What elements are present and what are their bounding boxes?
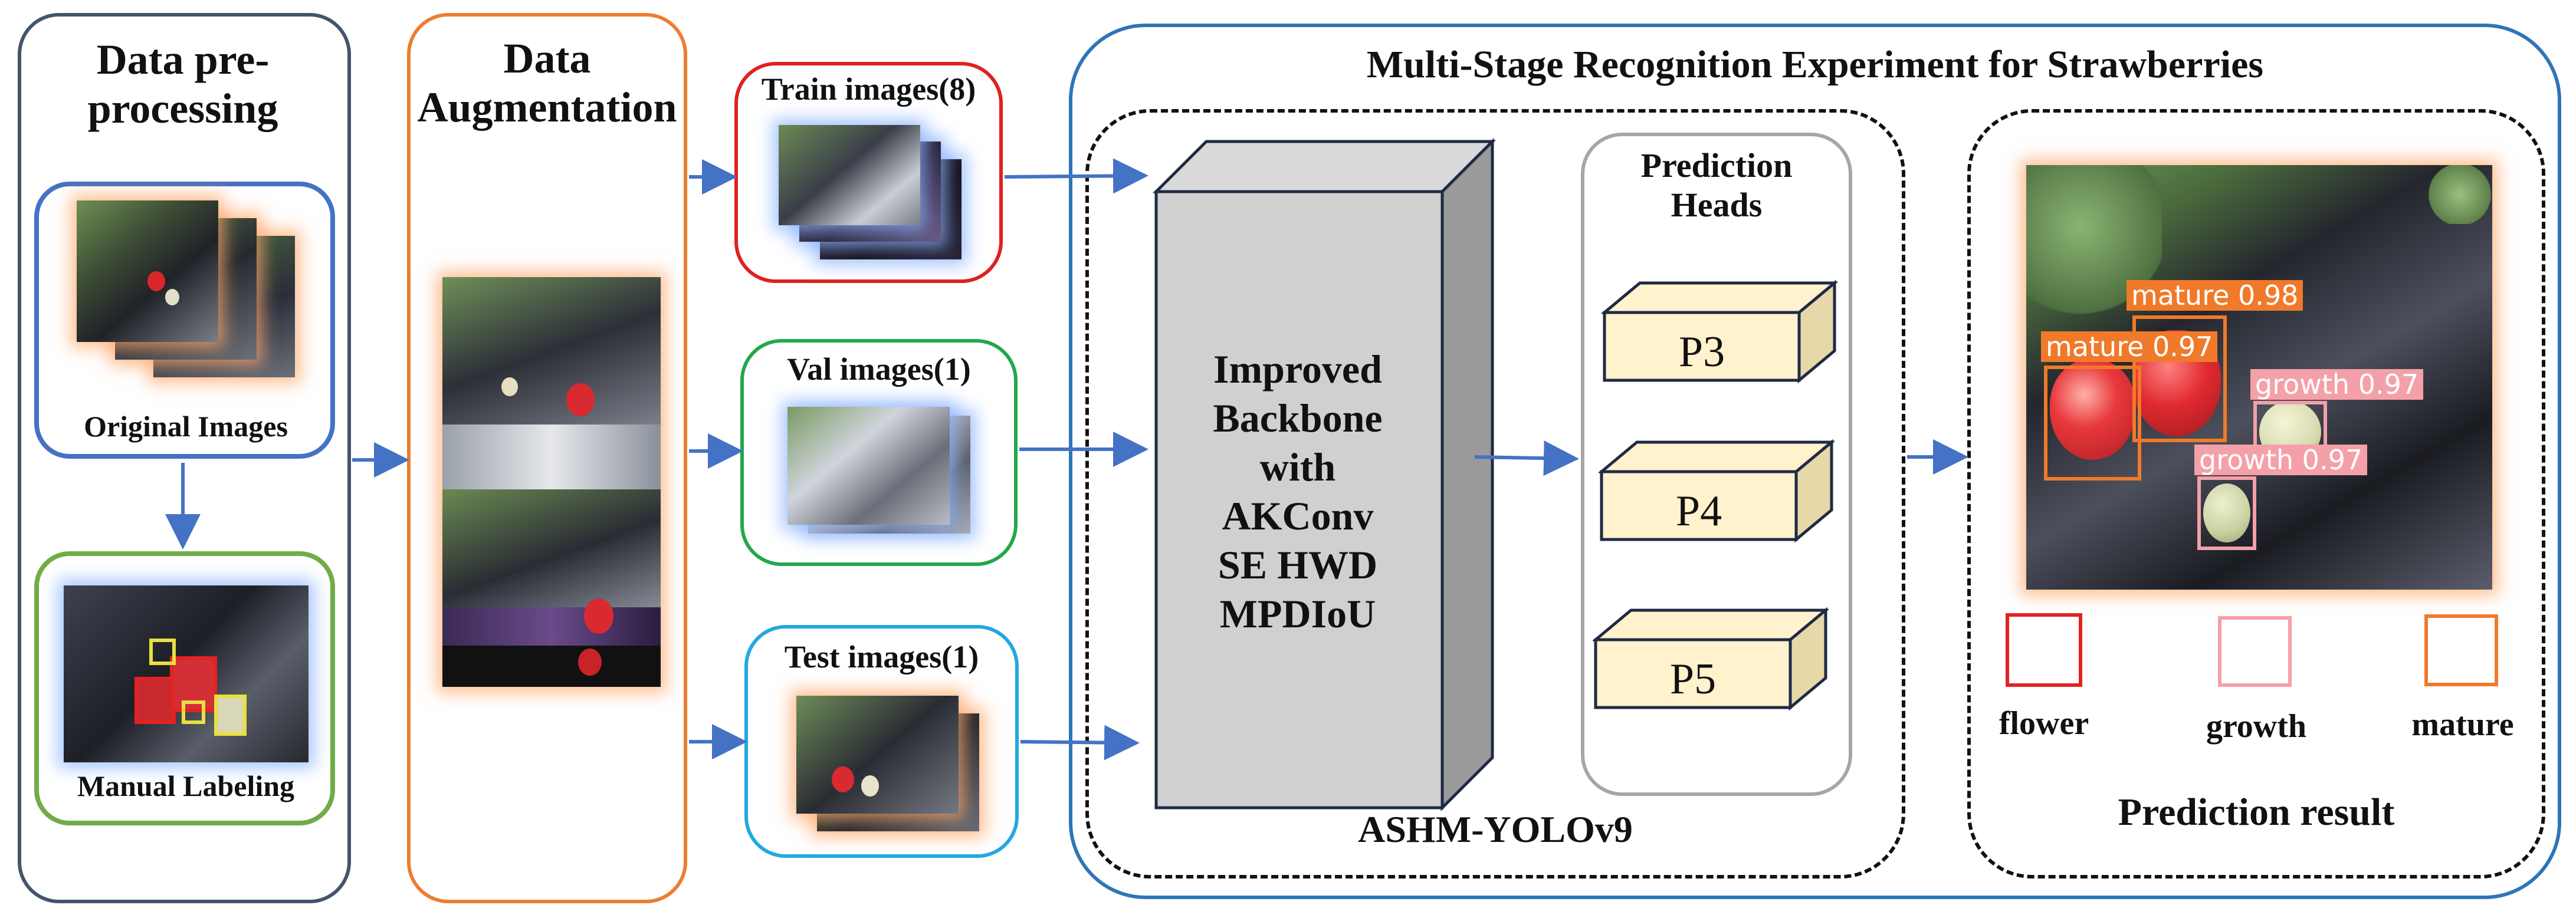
backbone-line: AKConv	[1222, 493, 1374, 538]
detection-tag: growth 0.97	[2194, 445, 2368, 475]
arrow-test-to-model	[1020, 725, 1140, 761]
backbone-block	[1152, 137, 1497, 812]
manual-labeling-label: Manual Labeling	[77, 769, 295, 802]
head-label-p3: P3	[1678, 328, 1725, 376]
augmented-images-strip	[442, 277, 661, 687]
preprocessing-title: Data pre-processing	[87, 36, 278, 132]
prediction-heads-title: Prediction Heads	[1640, 146, 1793, 224]
detection-tag: mature 0.98	[2127, 280, 2303, 311]
backbone-line: MPDIoU	[1219, 591, 1376, 636]
detection-box	[2044, 366, 2141, 481]
val-image-photo	[787, 407, 950, 525]
augmentation-title: Data Augmentation	[417, 35, 677, 131]
head-label-p4: P4	[1675, 487, 1722, 535]
detection-tag: mature 0.97	[2041, 331, 2218, 362]
experiment-title: Multi-Stage Recognition Experiment for S…	[1366, 43, 2264, 86]
original-image-photo	[77, 200, 218, 342]
legend-label-mature: mature	[2411, 706, 2514, 743]
val-images-label: Val images(1)	[787, 351, 971, 387]
test-images-label: Test images(1)	[784, 639, 979, 674]
prediction-result-region	[1967, 109, 2545, 878]
backbone-line: with	[1259, 444, 1336, 489]
backbone-line: Improved	[1213, 347, 1382, 391]
detection-box	[2132, 315, 2227, 442]
legend-label-flower: flower	[1999, 705, 2089, 742]
detection-box	[2197, 476, 2256, 550]
model-name: ASHM-YOLOv9	[1358, 808, 1633, 850]
model-region	[1085, 109, 1905, 878]
arrow-backbone-to-heads	[1474, 440, 1579, 476]
backbone-text: Improved Backbone with AKConv SE HWD MPD…	[1159, 345, 1436, 639]
experiment-panel	[1069, 24, 2561, 899]
train-image-photo	[779, 125, 920, 225]
original-images-label: Original Images	[84, 410, 288, 443]
train-images-label: Train images(8)	[761, 71, 976, 107]
detection-tag: growth 0.97	[2250, 369, 2424, 400]
head-label-p5: P5	[1669, 655, 1717, 703]
legend-swatch-mature	[2424, 614, 2498, 686]
legend-swatch-flower	[2006, 613, 2082, 687]
prediction-photo: mature 0.98 mature 0.97 growth 0.97 grow…	[2026, 165, 2492, 590]
legend-swatch-growth	[2218, 616, 2292, 687]
backbone-line: Backbone	[1213, 395, 1383, 440]
head-block-p5	[1593, 607, 1829, 711]
labeled-image-photo	[64, 585, 309, 762]
head-block-p4	[1599, 439, 1835, 543]
backbone-line: SE HWD	[1218, 542, 1378, 587]
test-image-photo	[796, 696, 959, 814]
prediction-result-title: Prediction result	[2118, 791, 2395, 834]
legend-label-growth: growth	[2206, 708, 2307, 745]
head-block-p3	[1602, 280, 1837, 384]
arrow-train-to-model	[1004, 158, 1148, 194]
